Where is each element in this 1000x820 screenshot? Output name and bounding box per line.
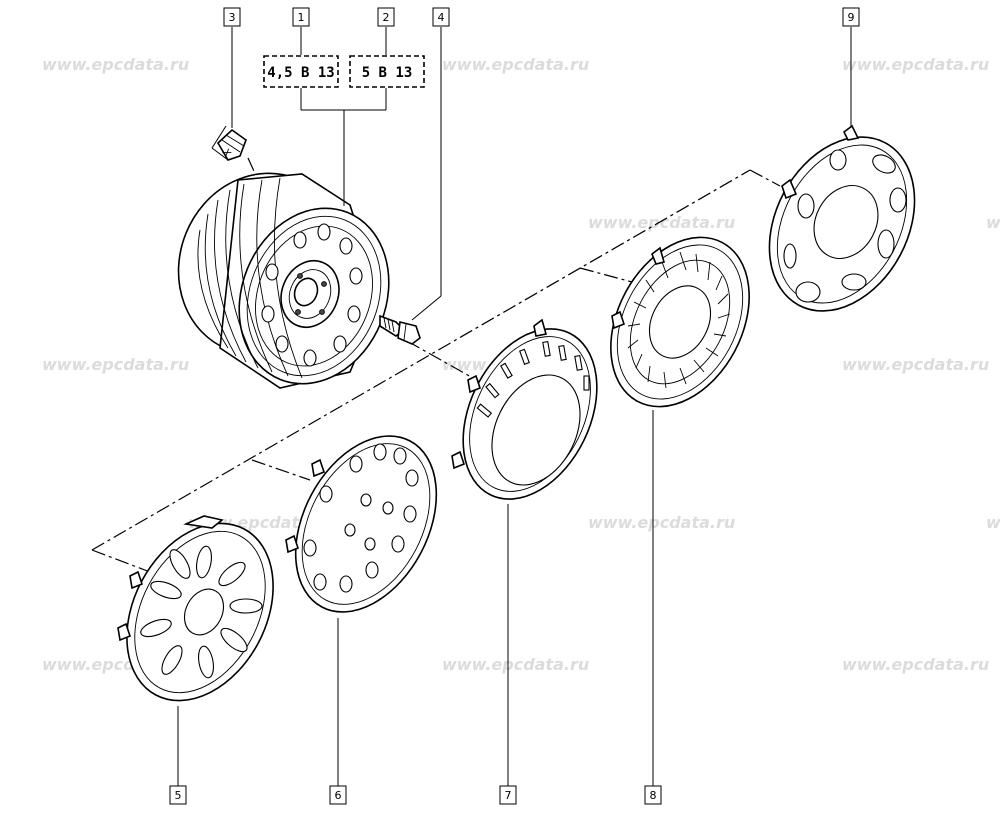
callout-box-6: [329, 785, 347, 805]
steel-rim-wheel: [177, 172, 390, 389]
watermark: www.epcdata.ru: [588, 513, 735, 532]
turbine-slots: [627, 251, 731, 389]
callouts: 3 1 2 4 9 5 6 7 8: [169, 7, 860, 805]
watermark: www.epcdata.ru: [842, 55, 989, 74]
leader-lines: [177, 27, 852, 786]
callout-box-7: [499, 785, 517, 805]
hubcap-part-7: [451, 318, 598, 500]
wheel-bolt-part-4: [379, 314, 421, 345]
hubcap-5-petals: [140, 545, 263, 679]
callout-5: 5: [175, 789, 182, 802]
callout-3: 3: [229, 11, 236, 24]
rim-size-box-1: [263, 55, 339, 88]
watermark: www.epcdata.ru: [42, 355, 189, 374]
hubcap-part-8: [610, 236, 750, 408]
rim-size-1: 4,5 B 13: [267, 65, 334, 81]
watermark: www.epcdata.ru: [986, 513, 1000, 532]
rim-size-box-2: [349, 55, 425, 88]
hubcap-part-6: [285, 435, 438, 613]
watermark: www.epcdata.ru: [986, 213, 1000, 232]
callout-box-4: [432, 7, 450, 27]
rim-size-2: 5 B 13: [362, 65, 413, 81]
rim-size-labels: 4,5 B 13 5 B 13: [263, 55, 425, 88]
watermark: www.epcdata.ru: [442, 55, 589, 74]
callout-box-9: [842, 7, 860, 27]
callout-box-3: [223, 7, 241, 27]
callout-box-5: [169, 785, 187, 805]
valve-part-3: X: [211, 125, 247, 161]
hubcap-7-slots: [476, 340, 590, 418]
watermark: www.epcdata.ru: [842, 655, 989, 674]
rim-barrel-grooves: [197, 177, 303, 379]
callout-7: 7: [505, 789, 512, 802]
callout-box-8: [644, 785, 662, 805]
callout-1: 1: [298, 11, 305, 24]
watermark: www.epcdata.ru: [842, 355, 989, 374]
hubcap-part-5: [117, 515, 274, 702]
callout-6: 6: [335, 789, 342, 802]
callout-9: 9: [848, 11, 855, 24]
watermark: www.epcdata.ru: [588, 213, 735, 232]
callout-4: 4: [438, 11, 445, 24]
callout-box-1: [292, 7, 310, 27]
hubcap-part-9: [768, 124, 916, 312]
hubcap-6-holes: [303, 443, 419, 593]
watermark: www.epcdata.ru: [442, 655, 589, 674]
callout-box-2: [377, 7, 395, 27]
watermark: www.epcdata.ru: [42, 55, 189, 74]
rim-vent-holes: [261, 223, 363, 367]
callout-2: 2: [383, 11, 390, 24]
callout-8: 8: [650, 789, 657, 802]
